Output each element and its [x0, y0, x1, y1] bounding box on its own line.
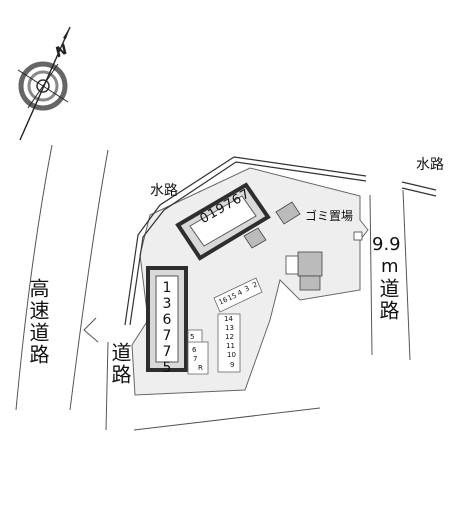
- parking-left-6: 6: [192, 346, 197, 354]
- garbage-label: ゴミ置場: [305, 209, 354, 223]
- east-road-label: 道路: [376, 278, 400, 322]
- parking-middle-9: 9: [230, 361, 235, 369]
- waterway-right-label: 水路: [416, 157, 444, 173]
- parking-middle-14: 14: [224, 315, 233, 323]
- compass-icon: N: [17, 26, 71, 141]
- waterway-left: [124, 156, 367, 326]
- waterway-right: [401, 181, 437, 197]
- parking-left-7: 7: [193, 355, 198, 363]
- parking-left-R: R: [198, 364, 203, 372]
- east-road-unit: m: [381, 256, 399, 277]
- parking-middle-11: 11: [226, 342, 235, 350]
- bike-shelters: [243, 201, 323, 291]
- parking-middle-10: 10: [227, 351, 236, 359]
- west-road-label: 道路: [108, 342, 132, 386]
- parking-left-5: 5: [190, 333, 195, 341]
- waterway-left-label: 水路: [150, 183, 178, 199]
- east-road-width: 9.9: [372, 234, 401, 255]
- road-lines: [15, 144, 411, 431]
- parking-middle-12: 12: [225, 333, 234, 341]
- expressway-label: 高速道路: [26, 278, 50, 366]
- parking-middle-13: 13: [225, 324, 234, 332]
- west-building: [146, 266, 188, 372]
- parking-area: [187, 277, 263, 375]
- north-building: [175, 182, 271, 261]
- garbage-box: [353, 231, 363, 241]
- west-building-number: 136775: [159, 280, 175, 376]
